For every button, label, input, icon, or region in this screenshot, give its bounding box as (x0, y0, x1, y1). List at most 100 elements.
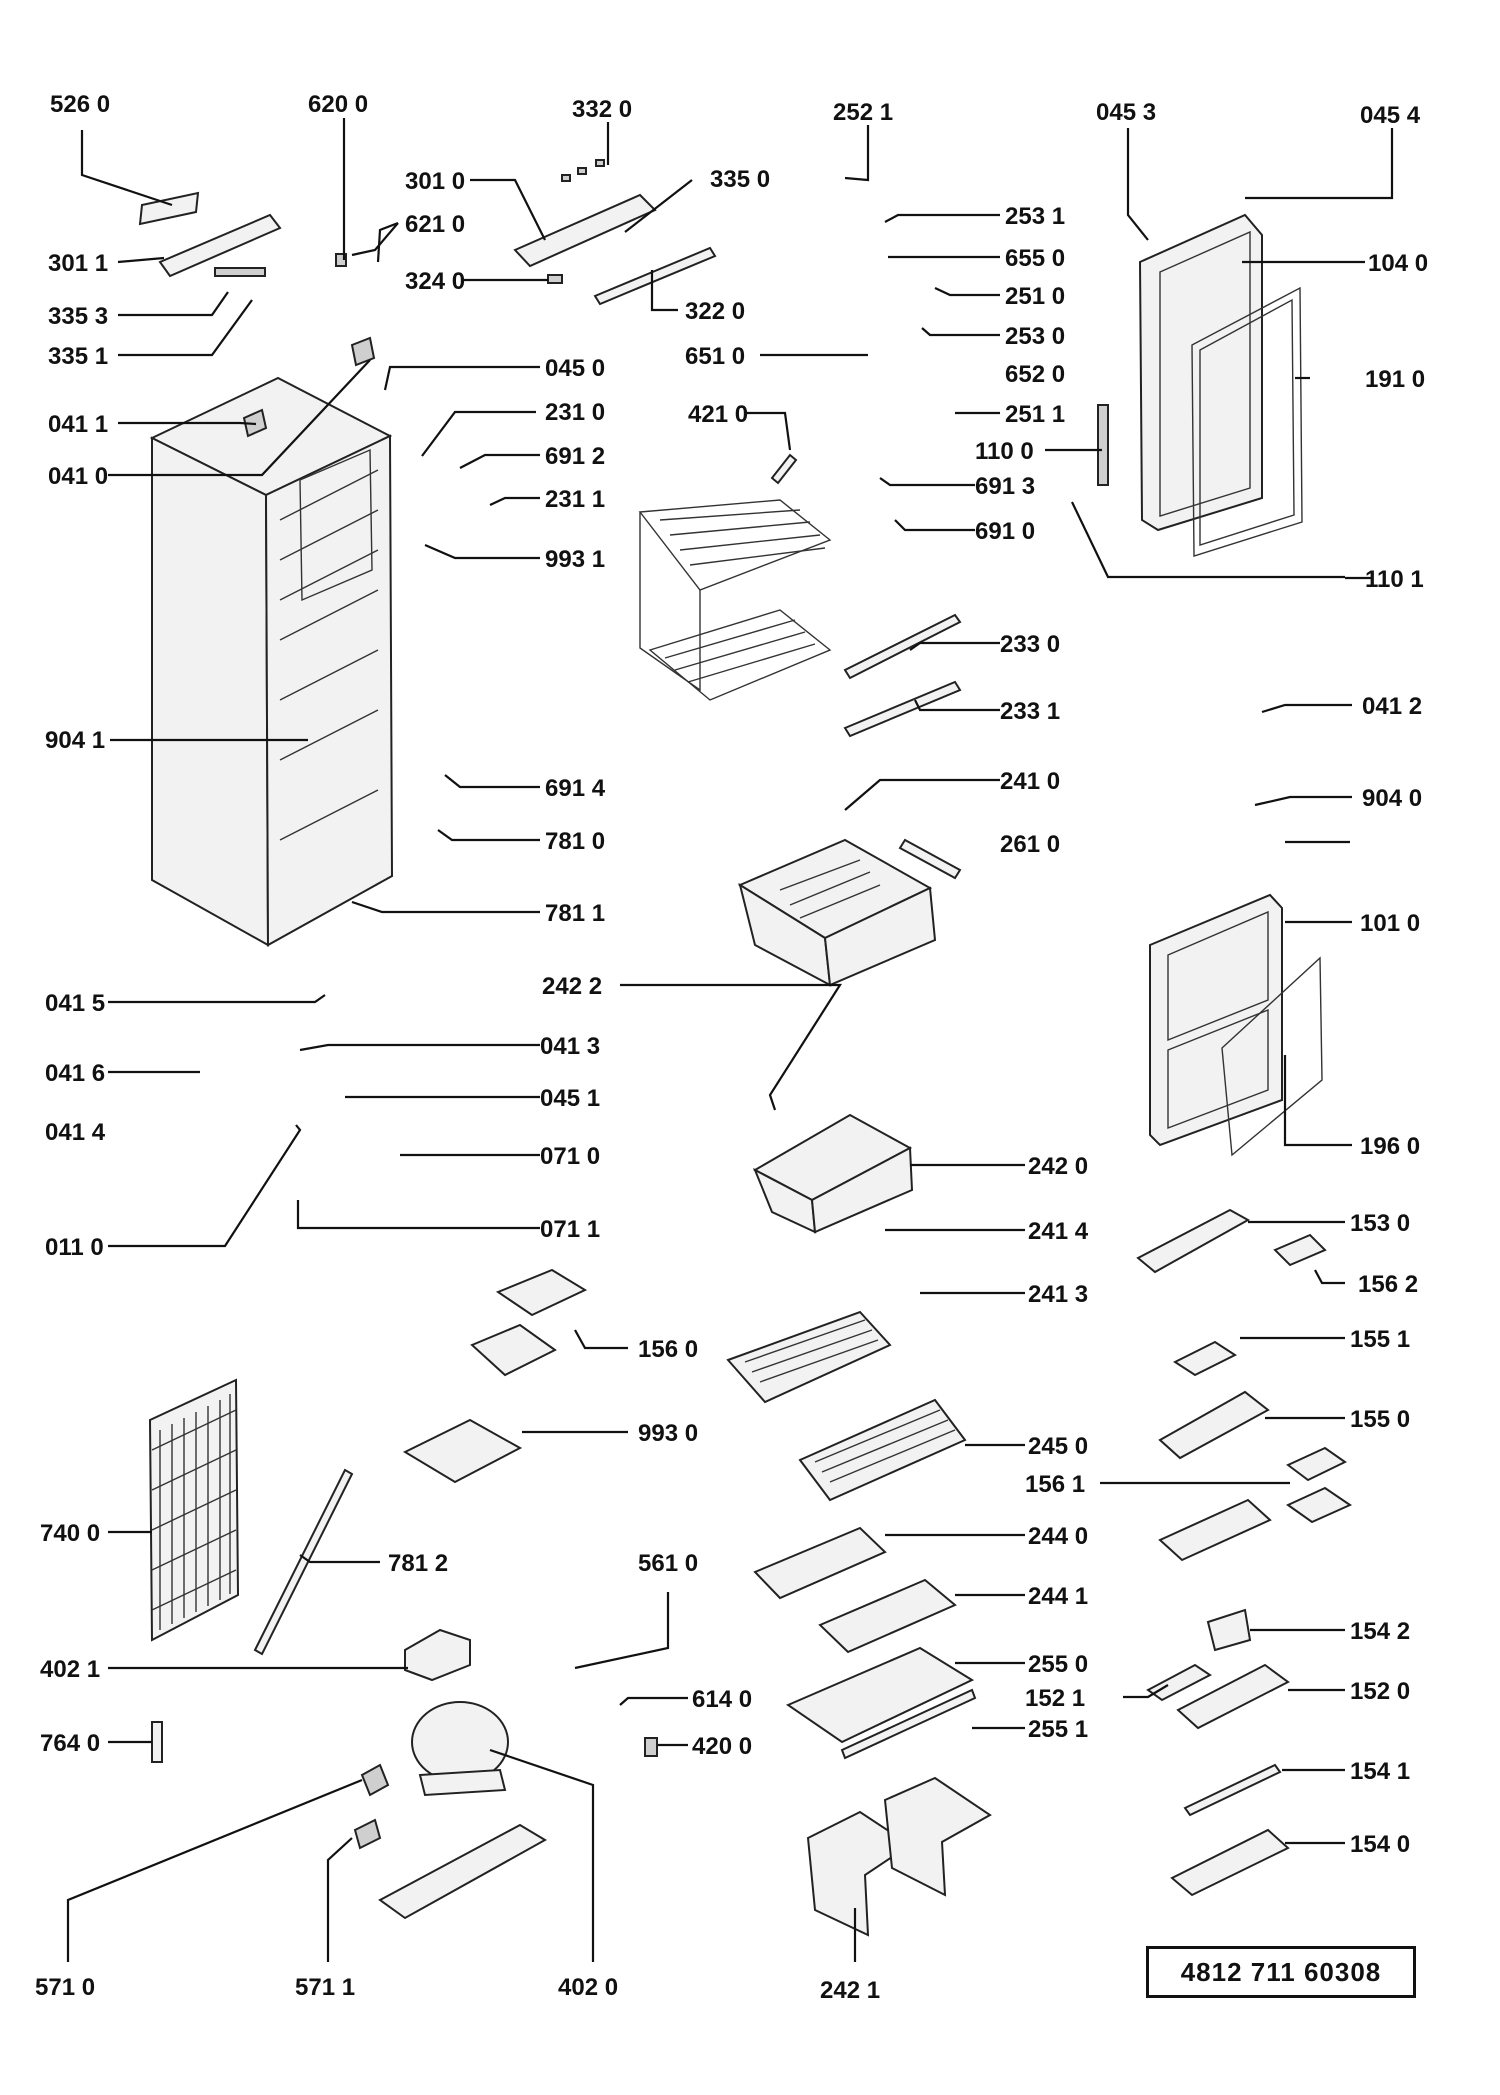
part-335-3 (214, 267, 266, 277)
label-571-0: 571 0 (35, 1974, 95, 2001)
part-gasket-191-0 (1191, 286, 1303, 557)
label-301-0: 301 0 (405, 168, 465, 195)
part-233-0 (843, 613, 962, 680)
part-shelf-245-0 (798, 1398, 967, 1502)
label-153-0: 153 0 (1350, 1210, 1410, 1237)
part-compressor-402-0 (411, 1701, 509, 1797)
document-number-box: 4812 711 60308 (1146, 1946, 1416, 1998)
label-041-0: 041 0 (48, 463, 108, 490)
label-045-4: 045 4 (1360, 102, 1421, 129)
label-655-0: 655 0 (1005, 245, 1065, 272)
label-104-0: 104 0 (1368, 250, 1428, 277)
part-glass-255-0 (785, 1646, 975, 1744)
part-571-1 (353, 1818, 382, 1850)
label-155-0: 155 0 (1350, 1406, 1410, 1433)
part-324-0 (547, 274, 563, 284)
label-045-0: 045 0 (545, 355, 605, 382)
part-322-0 (593, 246, 717, 306)
part-156-0-ice (470, 1323, 557, 1377)
label-332-0: 332 0 (572, 96, 632, 123)
part-156-2 (1273, 1233, 1327, 1267)
label-904-1: 904 1 (45, 727, 105, 754)
part-shelf-244-0 (753, 1526, 887, 1600)
label-110-0: 110 0 (975, 438, 1034, 465)
label-155-1: 155 1 (1350, 1326, 1410, 1353)
part-421-0 (770, 453, 798, 485)
label-691-0: 691 0 (975, 518, 1035, 545)
part-cabinet (149, 336, 394, 947)
part-evaporator (638, 499, 832, 701)
label-420-0: 420 0 (692, 1733, 752, 1760)
part-door-upper-104-0 (1138, 213, 1263, 532)
label-242-1: 242 1 (820, 1977, 880, 2004)
part-526-0 (138, 191, 200, 226)
label-045-3: 045 3 (1096, 99, 1156, 126)
label-993-0: 993 0 (638, 1420, 698, 1447)
label-691-4: 691 4 (545, 775, 606, 802)
label-402-1: 402 1 (40, 1656, 100, 1683)
part-153-0 (1136, 1208, 1251, 1274)
label-251-0: 251 0 (1005, 283, 1065, 310)
label-241-0: 241 0 (1000, 768, 1060, 795)
label-301-1: 301 1 (48, 250, 108, 277)
label-261-0: 261 0 (1000, 831, 1060, 858)
part-condenser-740-0 (148, 1378, 240, 1642)
label-251-1: 251 1 (1005, 401, 1065, 428)
leader-lines (66, 118, 1394, 1962)
label-335-0: 335 0 (710, 166, 770, 193)
label-242-0: 242 0 (1028, 1153, 1088, 1180)
label-041-6: 041 6 (45, 1060, 105, 1087)
label-322-0: 322 0 (685, 298, 745, 325)
label-071-0: 071 0 (540, 1143, 600, 1170)
label-110-1: 110 1 (1365, 566, 1424, 593)
label-241-3: 241 3 (1028, 1281, 1088, 1308)
label-041-4: 041 4 (45, 1119, 106, 1146)
label-526-0: 526 0 (50, 91, 110, 118)
label-571-1: 571 1 (295, 1974, 355, 2001)
label-196-0: 196 0 (1360, 1133, 1420, 1160)
label-324-0: 324 0 (405, 268, 465, 295)
part-drawings (138, 159, 1353, 1937)
part-332-0 (561, 159, 605, 182)
part-781-2 (253, 1468, 354, 1656)
label-156-0: 156 0 (638, 1336, 698, 1363)
label-652-0: 652 0 (1005, 361, 1065, 388)
label-402-0: 402 0 (558, 1974, 618, 2001)
label-621-0: 621 0 (405, 211, 465, 238)
label-651-0: 651 0 (685, 343, 745, 370)
part-420-0 (644, 1737, 658, 1757)
part-156-1-cup-a (1286, 1446, 1347, 1482)
label-620-0: 620 0 (308, 91, 368, 118)
part-gasket-196-0 (1221, 956, 1323, 1157)
part-301-1 (158, 213, 282, 278)
part-labels: 526 0 620 0 332 0 252 1 045 3 045 4 301 … (35, 91, 1428, 2004)
document-number: 4812 711 60308 (1180, 1956, 1382, 1987)
label-242-2: 242 2 (542, 973, 602, 1000)
label-244-1: 244 1 (1028, 1583, 1088, 1610)
label-041-2: 041 2 (1362, 693, 1422, 720)
label-154-2: 154 2 (1350, 1618, 1410, 1645)
label-041-5: 041 5 (45, 990, 105, 1017)
label-233-1: 233 1 (1000, 698, 1060, 725)
label-993-1: 993 1 (545, 546, 605, 573)
part-571-0 (360, 1763, 390, 1797)
label-233-0: 233 0 (1000, 631, 1060, 658)
label-041-1: 041 1 (48, 411, 108, 438)
part-156-1-bin (1158, 1498, 1272, 1562)
part-152-0 (1176, 1663, 1290, 1730)
part-402-1 (404, 1628, 471, 1682)
label-231-1: 231 1 (545, 486, 605, 513)
label-781-1: 781 1 (545, 900, 605, 927)
part-233-1 (843, 680, 962, 738)
label-152-1: 152 1 (1025, 1685, 1085, 1712)
part-base-plate (378, 1823, 547, 1920)
part-154-1 (1183, 1763, 1282, 1817)
label-253-0: 253 0 (1005, 323, 1065, 350)
label-154-0: 154 0 (1350, 1831, 1410, 1858)
part-255-1 (840, 1688, 977, 1760)
part-154-2 (1206, 1608, 1252, 1652)
label-904-0: 904 0 (1362, 785, 1422, 812)
label-691-2: 691 2 (545, 443, 605, 470)
label-764-0: 764 0 (40, 1730, 100, 1757)
